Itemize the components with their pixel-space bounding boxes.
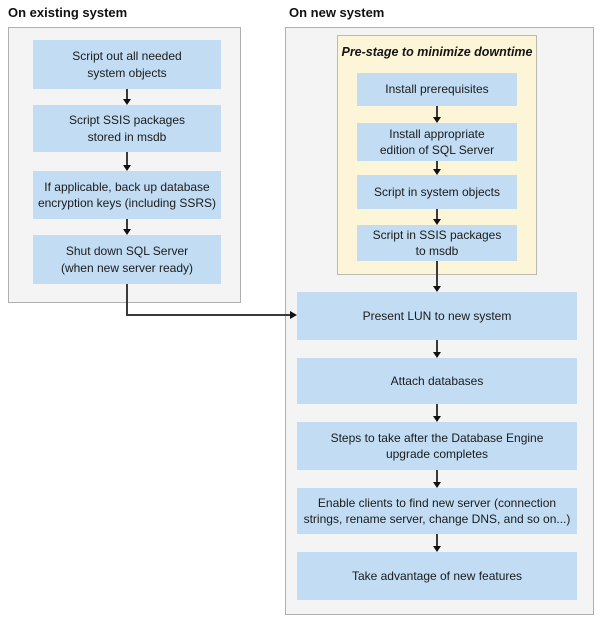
- step-present-lun: Present LUN to new system: [297, 292, 577, 340]
- arrow-down: [436, 261, 438, 286]
- step-take-advantage-new-features: Take advantage of new features: [297, 552, 577, 600]
- step-install-sql-server-edition: Install appropriate edition of SQL Serve…: [357, 123, 517, 161]
- new-system-title: On new system: [289, 5, 385, 20]
- step-post-upgrade-steps: Steps to take after the Database Engine …: [297, 422, 577, 470]
- prestage-title: Pre-stage to minimize downtime: [341, 45, 533, 59]
- arrow-down: [436, 161, 438, 169]
- arrow-down: [436, 209, 438, 219]
- arrow-down: [126, 89, 128, 99]
- step-enable-clients: Enable clients to find new server (conne…: [297, 488, 577, 534]
- arrow-down: [436, 470, 438, 482]
- arrow-down: [126, 219, 128, 229]
- step-backup-encryption-keys: If applicable, back up database encrypti…: [33, 171, 221, 219]
- arrow-down: [436, 404, 438, 416]
- step-shutdown-sql-server: Shut down SQL Server (when new server re…: [33, 235, 221, 284]
- connector-arrow-horizontal: [126, 314, 290, 316]
- connector-arrow-vertical: [126, 284, 128, 315]
- arrow-down: [436, 534, 438, 546]
- step-script-ssis-packages: Script SSIS packages stored in msdb: [33, 105, 221, 152]
- existing-system-title: On existing system: [8, 5, 128, 20]
- connector-arrowhead-right: [290, 311, 297, 319]
- arrow-down: [436, 340, 438, 352]
- step-script-in-ssis-packages: Script in SSIS packages to msdb: [357, 225, 517, 261]
- arrow-down: [436, 106, 438, 117]
- step-install-prerequisites: Install prerequisites: [357, 73, 517, 106]
- step-script-out-system-objects: Script out all needed system objects: [33, 40, 221, 89]
- arrow-down: [126, 152, 128, 165]
- step-script-in-system-objects: Script in system objects: [357, 175, 517, 209]
- step-attach-databases: Attach databases: [297, 358, 577, 404]
